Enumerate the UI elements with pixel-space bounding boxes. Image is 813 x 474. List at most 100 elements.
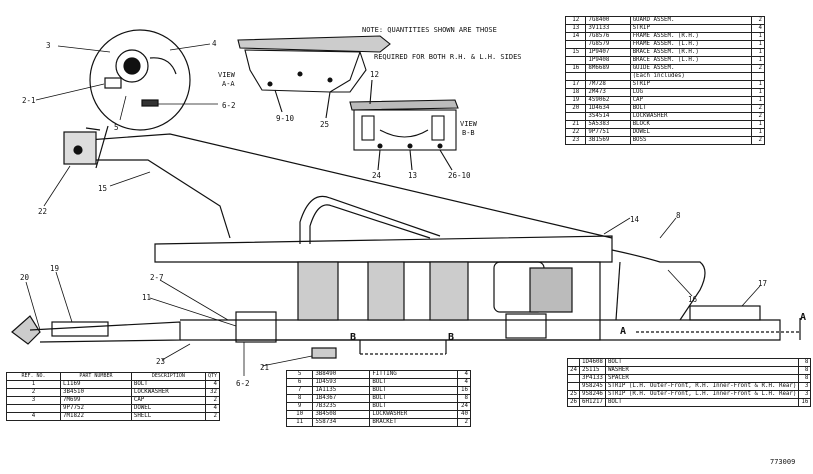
cell-qty: 2	[751, 136, 765, 145]
cell-desc: BOLT	[369, 402, 458, 411]
cell-part: 5S8734	[312, 418, 371, 427]
cell-qty: 2	[204, 412, 221, 421]
cell-ref: 17	[564, 80, 587, 89]
cell-part: 5A5383	[585, 120, 631, 129]
guard-slot-right	[431, 115, 445, 141]
cell-ref: 19	[564, 96, 587, 105]
cell-desc: DOWEL	[629, 128, 753, 137]
roller-2	[367, 261, 405, 321]
cell-part: 9S8245	[578, 382, 606, 391]
cell-part: 3B8490	[312, 370, 371, 379]
brace-upper-edge	[87, 133, 613, 239]
track-roller-frame	[11, 131, 801, 359]
section-letters: B B A A	[350, 312, 806, 343]
cell-qty: 16	[798, 398, 812, 407]
cell-ref	[5, 404, 62, 413]
bolt-hole	[377, 143, 383, 149]
cell-ref: 10	[285, 410, 314, 419]
cell-ref	[564, 112, 587, 121]
cell-ref: 23	[564, 136, 587, 145]
cell-ref: 13	[564, 24, 587, 33]
cell-desc: FRAME ASSEM. (L.H.)	[629, 40, 753, 49]
callout-17: 17	[758, 279, 767, 288]
cell-qty: 3	[798, 382, 812, 391]
callout-2-7: 2-7	[150, 273, 164, 282]
callout-9-10: 9-10	[276, 114, 295, 123]
cell-qty: 24	[457, 402, 471, 411]
view-b-label-1: VIEW	[460, 120, 478, 128]
callout-16: 16	[688, 295, 698, 304]
bracket-11-part	[235, 311, 277, 343]
front-arm	[29, 321, 181, 343]
main-leaders	[25, 43, 761, 376]
view-b-b-drawing	[349, 79, 459, 171]
view-a-a-drawing	[237, 35, 391, 119]
frame-top-rail	[154, 235, 613, 263]
cell-part: 3B4510	[60, 388, 132, 397]
bolt-plate	[141, 99, 159, 107]
cell-ref	[567, 374, 580, 383]
cell-desc: GUIDE ASSEM.	[629, 64, 753, 73]
strip-17-part	[689, 305, 761, 321]
cell-qty: 1	[751, 56, 765, 65]
cell-desc: BOLT	[604, 358, 800, 367]
cell-qty: 4	[457, 370, 471, 379]
leader-24	[377, 149, 381, 171]
cell-part: 8M6689	[585, 64, 631, 73]
guard-loop-inner	[309, 204, 431, 244]
cell-ref: 18	[564, 88, 587, 97]
bolt-hole	[267, 81, 273, 87]
shell-bore	[123, 57, 141, 75]
cell-qty: 2	[457, 418, 471, 427]
cell-part: 1D4634	[585, 104, 631, 113]
cell-part: L1169	[60, 380, 132, 389]
cell-part: 6H1217	[578, 398, 606, 407]
bolt-hole	[297, 71, 303, 77]
note-line-2: REQUIRED FOR BOTH R.H. & L.H. SIDES	[374, 53, 522, 61]
bolt-pattern-plate	[505, 313, 547, 339]
cell-ref: 11	[285, 418, 314, 427]
leader-20	[25, 281, 41, 331]
cell-part	[585, 72, 631, 81]
rear-guide-strut	[615, 261, 621, 321]
cell-desc: WASHER	[604, 366, 800, 375]
cell-desc: BOLT	[369, 394, 458, 403]
shell-ring	[115, 49, 149, 83]
cell-qty: 1	[751, 48, 765, 57]
cell-qty: 2	[751, 112, 765, 121]
leader-22	[43, 165, 71, 207]
inset-circle-detail	[85, 29, 191, 169]
cell-desc: FITTING	[369, 370, 458, 379]
callout-14: 14	[630, 215, 640, 224]
section-b-left: B	[350, 332, 356, 343]
cell-qty: 1	[751, 32, 765, 41]
cap-outline	[149, 57, 177, 75]
cell-ref	[564, 72, 587, 81]
cell-part: 3P4133	[578, 374, 606, 383]
cell-qty: 2	[751, 64, 765, 73]
cell-part: 9S8246	[578, 390, 606, 399]
column-header: DESCRIPTION	[130, 372, 206, 381]
cell-ref: 6	[285, 378, 314, 387]
cell-part: 2S115	[578, 366, 606, 375]
view-a-label-1: VIEW	[218, 71, 236, 79]
callout-19: 19	[50, 264, 59, 273]
cell-qty: 4	[751, 24, 765, 33]
leader-17	[741, 285, 761, 307]
cell-desc: DOWEL	[130, 404, 206, 413]
cell-ref: 25	[567, 390, 580, 399]
callout-21: 21	[260, 363, 269, 372]
view-b-label-2: B-B	[462, 129, 475, 137]
cell-desc: BOLT	[629, 104, 753, 113]
leader-12	[369, 79, 373, 105]
leader-13	[409, 149, 413, 171]
cell-qty: 32	[204, 388, 221, 397]
front-cap	[51, 321, 109, 337]
